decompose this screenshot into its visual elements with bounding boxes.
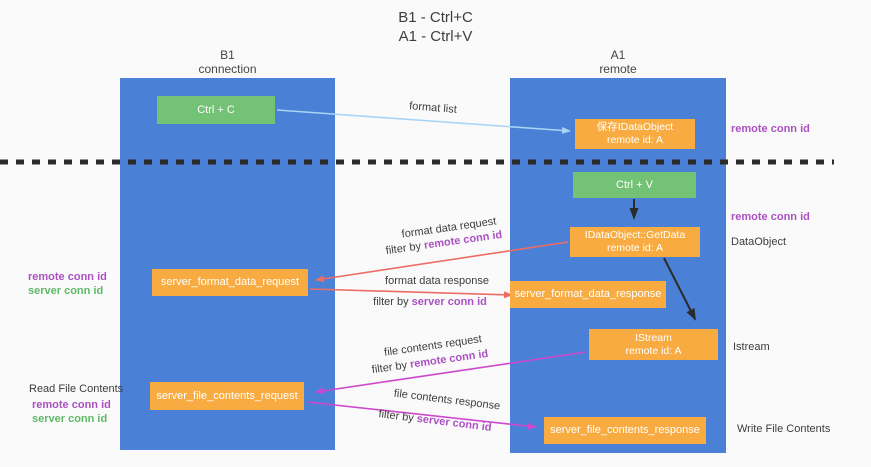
server-conn-id-label-bottom-left: server conn id: [32, 413, 108, 425]
title-line-a1: A1 - Ctrl+V: [398, 28, 473, 45]
title-line-b1: B1 - Ctrl+C: [398, 9, 473, 26]
right-column-name: A1: [610, 48, 626, 62]
remote-conn-id-label-top-right: remote conn id: [731, 123, 810, 135]
left-column-header: B1 connection: [120, 48, 335, 76]
file-contents-response-label: file contents response: [393, 387, 501, 413]
format-data-response-arrow: [309, 288, 513, 299]
filter-by-text: filter by: [371, 358, 411, 377]
save-idataobject-line1: 保存IDataObject: [596, 121, 674, 133]
server-format-data-request-node: server_format_data_request: [152, 269, 308, 296]
server-file-contents-request-node: server_file_contents_request: [150, 382, 304, 410]
diagram-title: B1 - Ctrl+C A1 - Ctrl+V: [0, 8, 871, 46]
filter-by-text: filter by: [377, 408, 418, 425]
server-file-contents-response-node: server_file_contents_response: [544, 417, 706, 444]
right-column-role: remote: [599, 62, 637, 76]
save-idataobject-line2: remote id: A: [606, 134, 663, 146]
istream-node: IStream remote id: A: [589, 329, 718, 360]
istream-label: Istream: [733, 341, 770, 353]
server-conn-id-text: server conn id: [416, 412, 493, 434]
format-list-label: format list: [408, 100, 458, 116]
left-column-name: B1: [220, 48, 235, 62]
remote-conn-id-label-mid-right: remote conn id: [731, 211, 810, 223]
server-conn-id-label-left: server conn id: [28, 285, 104, 297]
remote-conn-id-label-left: remote conn id: [28, 271, 107, 283]
write-file-contents-label: Write File Contents: [737, 423, 831, 435]
left-column-role: connection: [198, 62, 257, 76]
ctrl-c-node: Ctrl + C: [157, 96, 275, 124]
filter-by-text: filter by: [373, 296, 412, 308]
getdata-line1: IDataObject::GetData: [584, 229, 686, 241]
filter-by-text: filter by: [385, 239, 425, 258]
format-data-response-filter-label: filter by server conn id: [373, 296, 487, 308]
file-contents-response-filter-label: filter by server conn id: [378, 408, 492, 434]
server-conn-id-text: server conn id: [411, 296, 487, 308]
format-data-response-label: format data response: [385, 275, 489, 287]
server-format-data-response-node: server_format_data_response: [510, 281, 666, 308]
remote-conn-id-label-bottom-left: remote conn id: [32, 399, 111, 411]
dataobject-label: DataObject: [731, 236, 787, 248]
read-file-contents-label: Read File Contents: [29, 383, 124, 395]
save-idataobject-node: 保存IDataObject remote id: A: [575, 119, 695, 149]
istream-line2: remote id: A: [625, 344, 682, 357]
idataobject-getdata-node: IDataObject::GetData remote id: A: [570, 227, 700, 257]
istream-line1: IStream: [635, 331, 672, 344]
ctrl-v-node: Ctrl + V: [573, 172, 696, 198]
getdata-line2: remote id: A: [606, 242, 663, 254]
right-column-header: A1 remote: [510, 48, 726, 76]
